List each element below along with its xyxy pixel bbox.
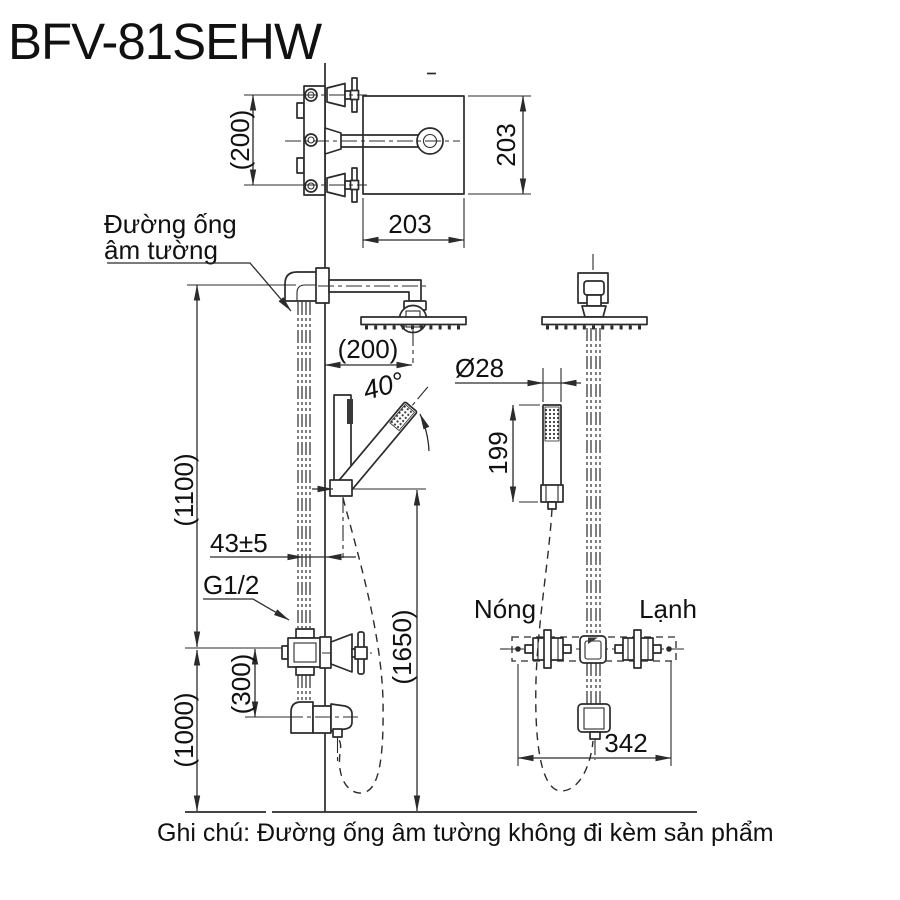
front-spout — [287, 701, 358, 762]
dim-plan-head-depth: 203 — [468, 95, 531, 195]
dim-pipe-offset: 43±5 — [210, 528, 356, 561]
plan-head-plate — [362, 95, 465, 195]
handshower-angle-label: 40° — [360, 366, 407, 406]
dim-riser-height: (1100) — [169, 284, 296, 648]
front-valve-handle — [319, 631, 372, 675]
dim-valve-height: (1000) — [169, 649, 201, 812]
dim-plan-port-spacing-label: (200) — [225, 110, 255, 171]
dim-handshower-diameter: Ø28 — [455, 353, 581, 402]
side-spout-block — [577, 703, 611, 760]
side-valve-right-dot — [666, 646, 672, 652]
dim-valve-width-label: 342 — [604, 728, 647, 758]
dim-holder-height: (1650) — [312, 485, 426, 812]
dim-plan-head-depth-label: 203 — [491, 123, 521, 166]
dim-plan-head-width-label: 203 — [388, 209, 431, 239]
front-spout-outlet — [332, 728, 343, 738]
side-shower-hose — [535, 508, 594, 792]
dim-arm-projection: (200) — [324, 334, 413, 369]
dim-valve-width: 342 — [517, 661, 672, 766]
dim-handshower-diameter-label: Ø28 — [455, 353, 504, 383]
handshower-angle-arc — [419, 413, 430, 452]
dim-plan-head-width: 203 — [362, 198, 465, 248]
dim-riser-height-label: (1100) — [169, 453, 199, 526]
front-shower-hose — [338, 497, 384, 794]
cold-label: Lạnh — [639, 594, 697, 624]
thread-leader — [203, 598, 290, 621]
side-valve-left-dot — [515, 646, 521, 652]
side-handshower — [540, 404, 564, 510]
dim-spout-offset-label: (300) — [226, 654, 256, 715]
thread-callout-label: G1/2 — [203, 570, 259, 600]
front-head-plate — [360, 316, 467, 326]
hot-label: Nóng — [474, 594, 536, 624]
dim-holder-height-label: (1650) — [387, 609, 417, 684]
side-head-plate — [541, 316, 648, 326]
front-view: Đường ống âm tường (200) 40° — [104, 209, 697, 813]
front-concealed-pipe — [297, 302, 311, 702]
footnote: Ghi chú: Đường ống âm tường không đi kèm… — [157, 819, 774, 847]
side-view: Ø28 199 Nóng Lạnh — [455, 254, 697, 792]
front-holder-pivot — [329, 479, 353, 497]
front-elbow — [284, 267, 330, 304]
side-hot-valve — [524, 629, 572, 669]
dim-pipe-offset-label: 43±5 — [210, 528, 268, 558]
concealed-pipe-label-line2: âm tường — [104, 235, 218, 265]
side-ceiling-mount — [577, 272, 609, 318]
concealed-pipe-leader — [107, 262, 292, 312]
front-valve — [281, 628, 323, 676]
dim-valve-height-label: (1000) — [169, 692, 199, 767]
plan-bolt-hole — [304, 133, 318, 147]
plan-view: (200) 203 203 — [225, 72, 531, 248]
side-concealed-pipe — [586, 328, 601, 704]
side-mixer-body — [579, 635, 607, 664]
concealed-pipe-label-line1: Đường ống — [104, 209, 237, 239]
dim-arm-projection-label: (200) — [338, 334, 399, 364]
thread-callout: G1/2 — [203, 570, 290, 621]
dim-spout-offset: (300) — [226, 648, 292, 718]
plan-bolt-hole — [304, 179, 318, 193]
page-title: BFV-81SEHW — [8, 13, 322, 70]
dim-handshower-length: 199 — [483, 404, 540, 503]
dim-handshower-length-label: 199 — [483, 431, 513, 474]
dim-plan-port-spacing: (200) — [225, 94, 257, 186]
side-cold-valve — [614, 629, 662, 669]
